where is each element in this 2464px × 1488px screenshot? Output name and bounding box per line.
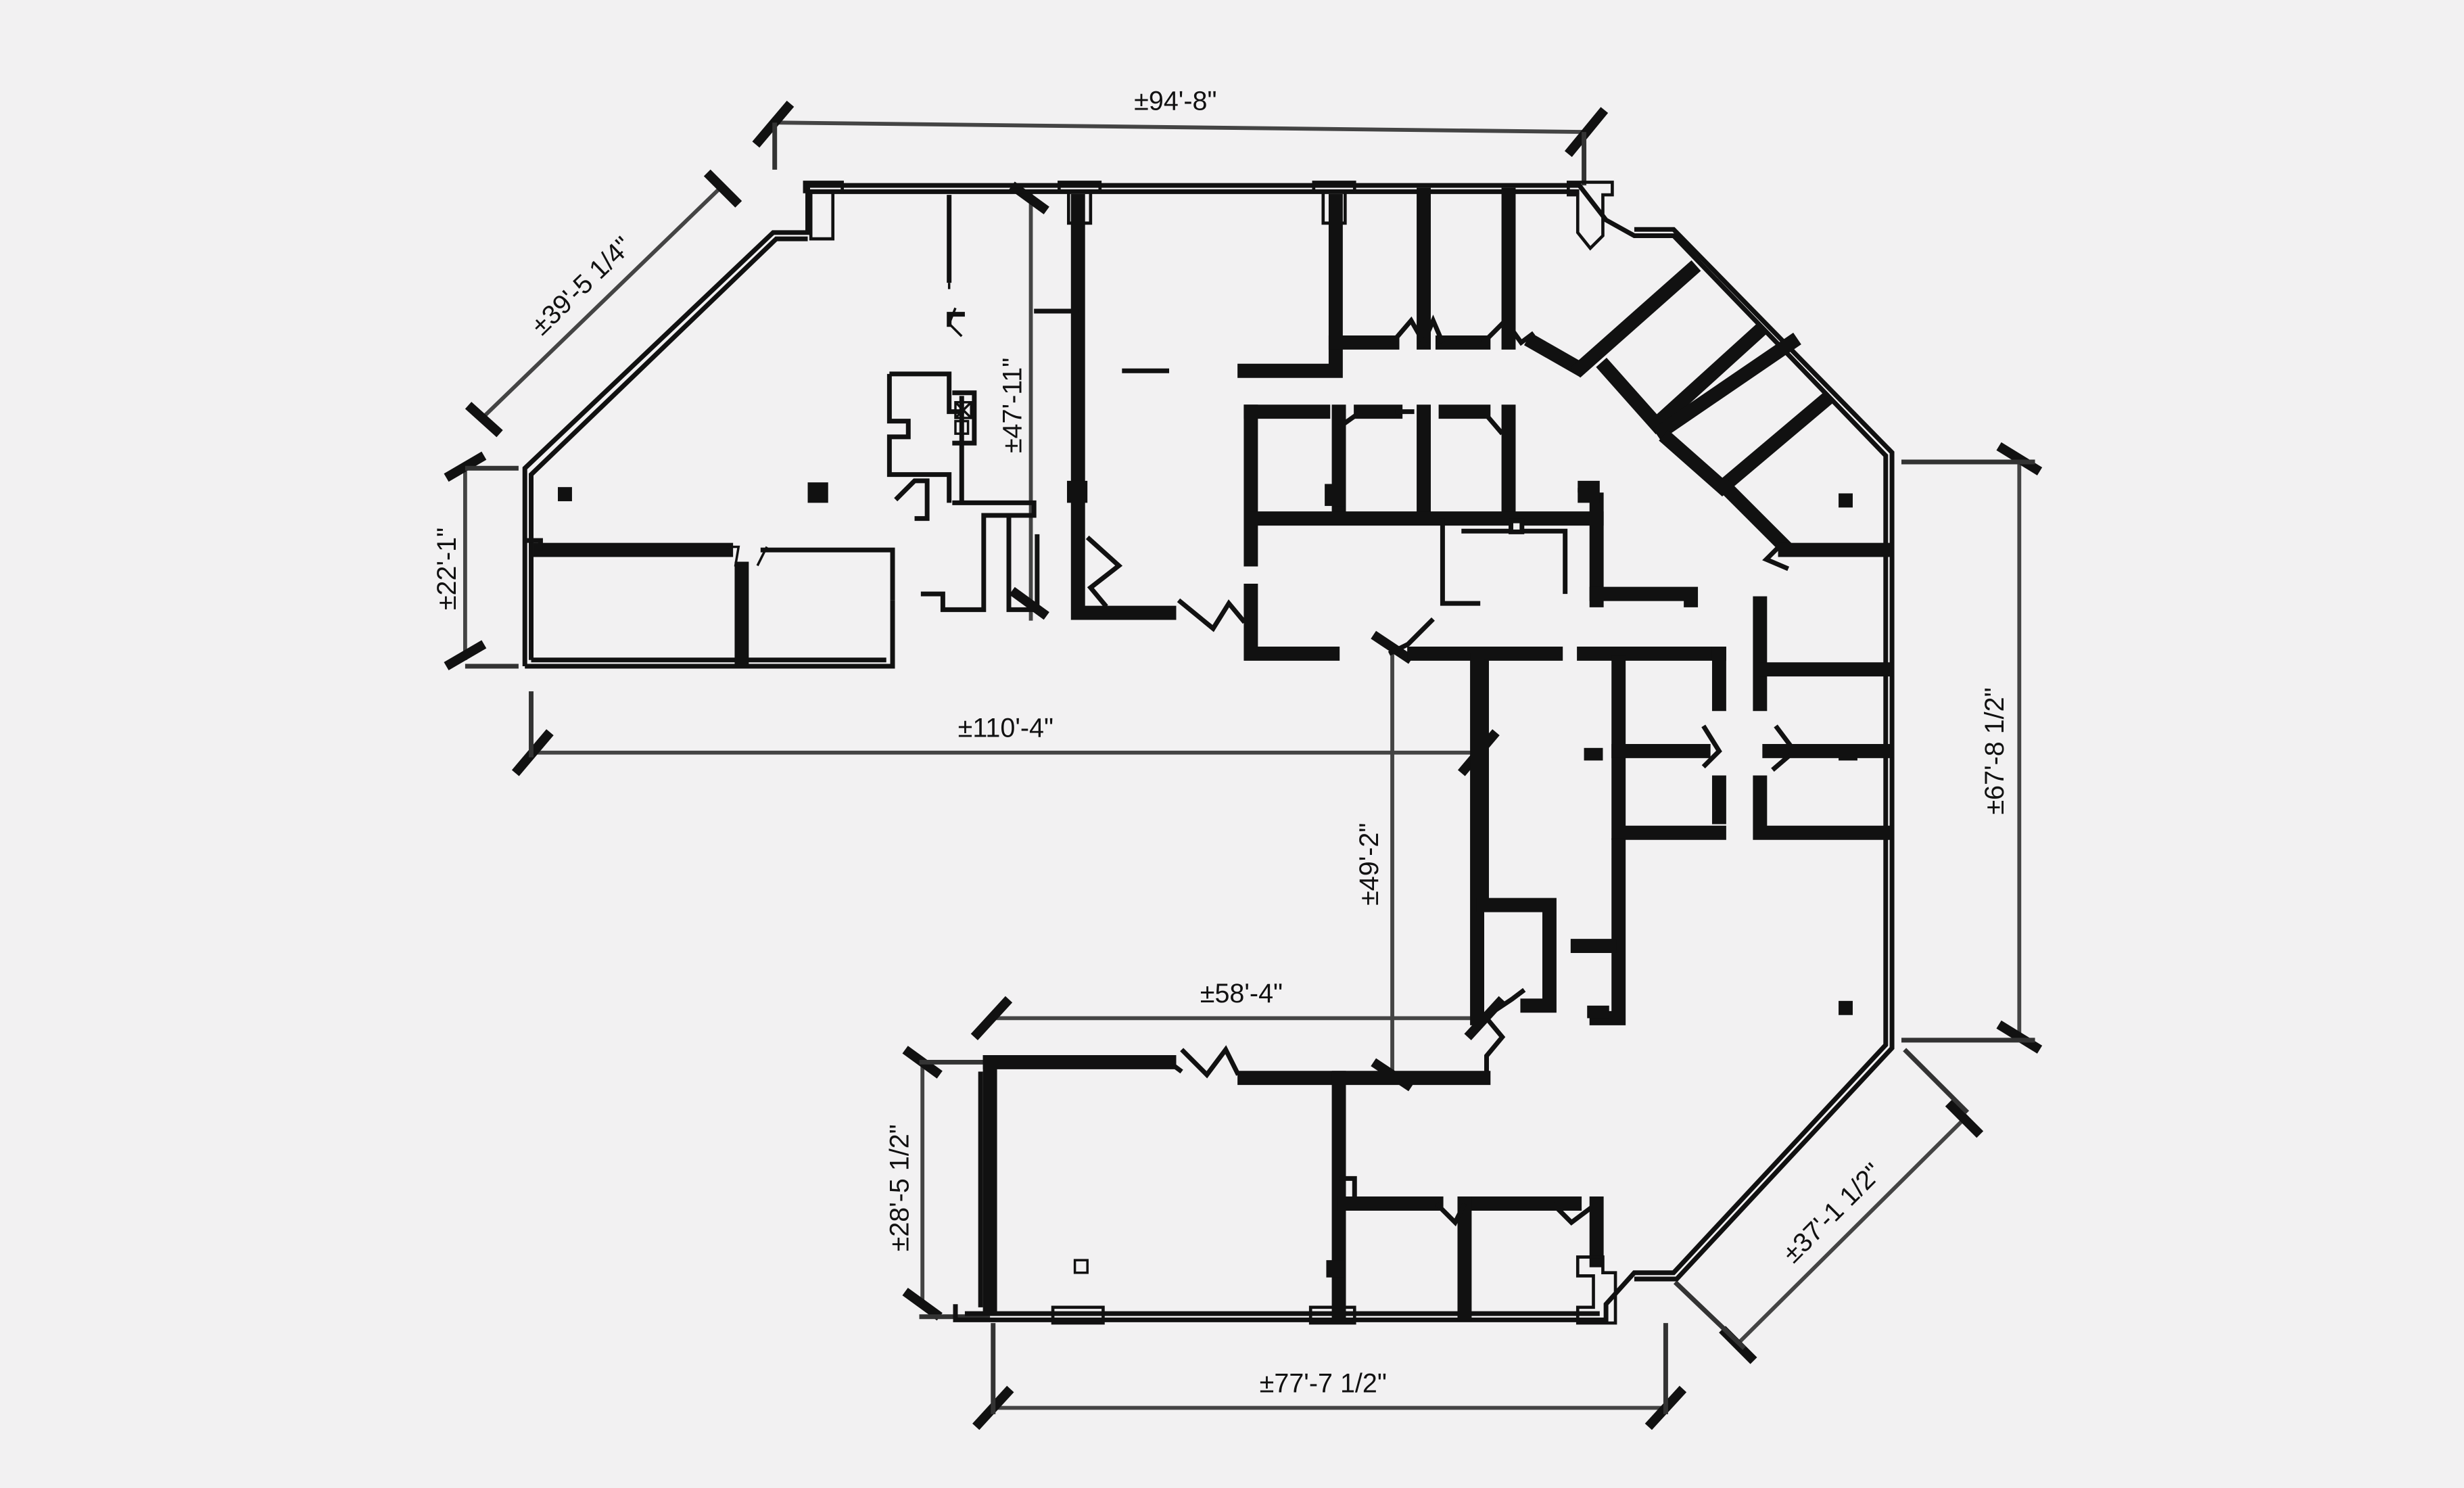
columns [558, 480, 1857, 1278]
dim-right-label: ±67'-8 1/2" [1980, 687, 2010, 814]
dimension-labels: ±94'-8" ±39'-5 1/4" ±22'-1" ±110'-4" ±47… [432, 87, 2010, 1399]
dim-left-label: ±22'-1" [432, 528, 462, 610]
pilasters [803, 181, 1617, 1325]
dim-upper-center-vertical-label: ±47'-11" [998, 358, 1028, 453]
dim-mid-horizontal-label: ±110'-4" [958, 714, 1053, 743]
dim-lower-horizontal-label: ±58'-4" [1200, 979, 1283, 1008]
dim-center-vertical-label: ±49'-2" [1354, 823, 1384, 906]
dim-bottom-label: ±77'-7 1/2" [1260, 1368, 1387, 1398]
dim-lower-left-label: ±28'-5 1/2" [884, 1124, 914, 1251]
dimension-lines [444, 100, 2043, 1431]
core-fixtures [726, 283, 972, 570]
dim-top-label: ±94'-8" [1134, 87, 1216, 116]
